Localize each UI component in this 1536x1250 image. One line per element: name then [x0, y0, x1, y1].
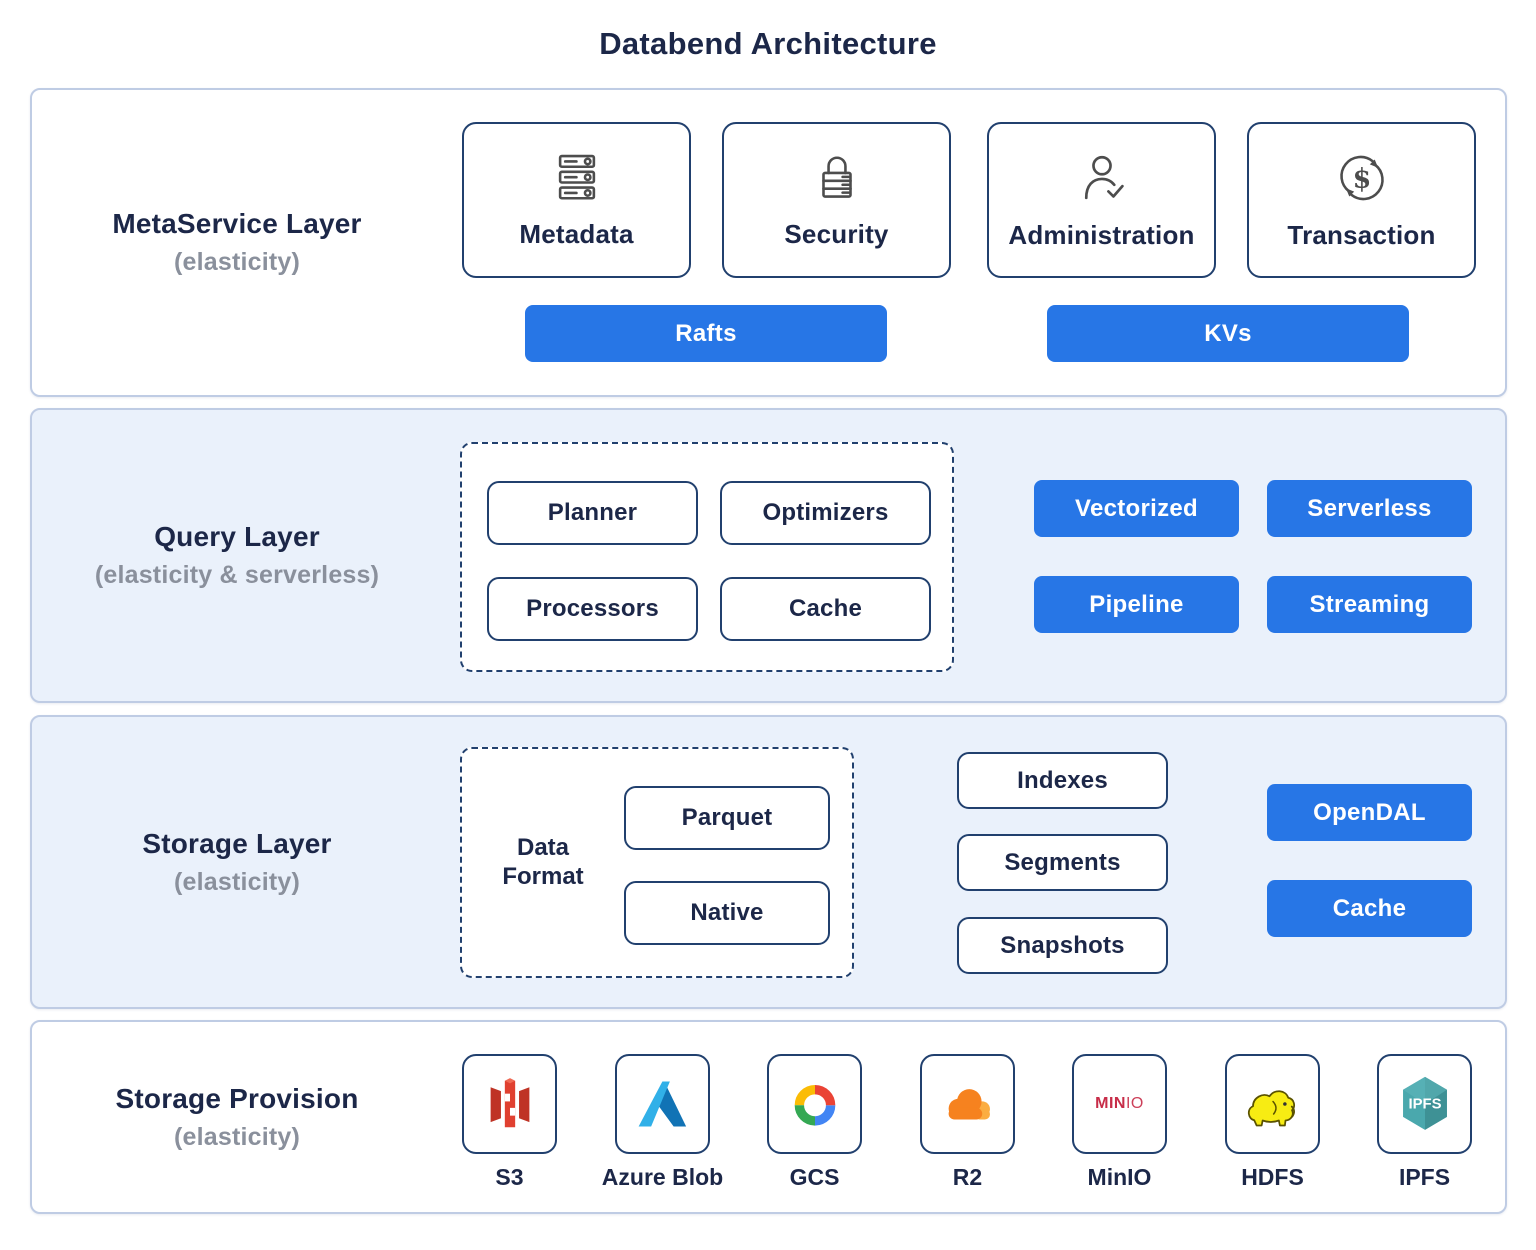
svg-text:$: $ — [1352, 163, 1371, 194]
provider-ipfs: IPFS IPFS — [1377, 1054, 1472, 1190]
optimizers-box: Optimizers — [720, 481, 931, 545]
cloudflare-icon — [948, 1089, 990, 1120]
azure-icon — [638, 1081, 686, 1127]
snapshots-box: Snapshots — [957, 917, 1168, 974]
data-format-group: Data Format Parquet Native — [460, 747, 854, 978]
ipfs-card: IPFS — [1377, 1054, 1472, 1154]
streaming-button: Streaming — [1267, 576, 1472, 633]
ipfs-icon: IPFS — [1402, 1076, 1447, 1130]
provider-hdfs: HDFS — [1225, 1054, 1320, 1190]
gcs-icon — [794, 1084, 835, 1126]
storage-layer: Storage Layer (elasticity) Data Format P… — [30, 715, 1507, 1009]
ipfs-label: IPFS — [1398, 1164, 1451, 1190]
metadata-card: Metadata — [462, 122, 691, 278]
svg-text:IPFS: IPFS — [1408, 1097, 1441, 1113]
storage-cache-button: Cache — [1267, 880, 1472, 937]
diagram-title: Databend Architecture — [599, 26, 937, 61]
azure-blob-card — [615, 1054, 710, 1154]
metaservice-layer-name: MetaService Layer — [112, 208, 362, 239]
storage-layer-label: Storage Layer (elasticity) — [32, 717, 442, 1007]
provider-s3: S3 — [462, 1054, 557, 1190]
hdfs-card — [1225, 1054, 1320, 1154]
kvs-button: KVs — [1047, 305, 1409, 362]
s3-label: S3 — [495, 1164, 524, 1190]
query-layer-name: Query Layer — [154, 521, 320, 552]
r2-label: R2 — [952, 1164, 983, 1190]
storage-provision-label: Storage Provision (elasticity) — [32, 1022, 442, 1212]
storage-layer-name: Storage Layer — [142, 827, 332, 859]
provider-minio: MINIO MinIO — [1072, 1054, 1167, 1190]
metaservice-layer-label: MetaService Layer (elasticity) — [32, 90, 442, 395]
minio-icon: MINIO — [1095, 1095, 1144, 1112]
vectorized-button: Vectorized — [1034, 480, 1239, 537]
security-card: Security — [722, 122, 951, 278]
transaction-card-label: Transaction — [1287, 219, 1436, 250]
processors-box: Processors — [487, 577, 698, 641]
server-icon — [558, 154, 595, 200]
lock-icon — [821, 156, 852, 198]
rafts-button: Rafts — [525, 305, 887, 362]
storage-provision-layer: Storage Provision (elasticity) S3 — [30, 1020, 1507, 1214]
metaservice-layer: MetaService Layer (elasticity) Metadata — [30, 88, 1507, 397]
provider-r2: R2 — [920, 1054, 1015, 1190]
transaction-card: $ Transaction — [1247, 122, 1476, 278]
query-layer: Query Layer (elasticity & serverless) Pl… — [30, 408, 1507, 703]
storage-provision-subtitle: (elasticity) — [173, 1122, 301, 1151]
storage-provision-name: Storage Provision — [115, 1082, 359, 1114]
native-box: Native — [624, 881, 830, 945]
s3-icon — [490, 1078, 529, 1128]
pipeline-button: Pipeline — [1034, 576, 1239, 633]
s3-card — [462, 1054, 557, 1154]
azure-blob-label: Azure Blob — [601, 1164, 724, 1190]
user-check-icon — [1084, 155, 1124, 199]
metadata-card-label: Metadata — [519, 218, 634, 249]
parquet-box: Parquet — [624, 786, 830, 850]
administration-card: Administration — [987, 122, 1216, 278]
r2-card — [920, 1054, 1015, 1154]
data-format-label: Data Format — [462, 749, 624, 976]
data-format-label-text: Data Format — [502, 834, 584, 890]
provider-azure-blob: Azure Blob — [602, 1054, 723, 1190]
storage-layer-subtitle: (elasticity) — [173, 867, 301, 896]
security-card-label: Security — [784, 218, 889, 249]
gcs-card — [767, 1054, 862, 1154]
opendal-button: OpenDAL — [1267, 784, 1472, 841]
serverless-button: Serverless — [1267, 480, 1472, 537]
planner-box: Planner — [487, 481, 698, 545]
minio-card: MINIO — [1072, 1054, 1167, 1154]
gcs-label: GCS — [789, 1164, 840, 1190]
indexes-box: Indexes — [957, 752, 1168, 809]
administration-card-label: Administration — [1008, 219, 1195, 250]
hadoop-icon — [1247, 1090, 1295, 1127]
dollar-cycle-icon: $ — [1339, 155, 1384, 200]
cache-box: Cache — [720, 577, 931, 641]
query-layer-subtitle: (elasticity & serverless) — [94, 561, 380, 589]
metaservice-layer-subtitle: (elasticity) — [173, 248, 301, 276]
segments-box: Segments — [957, 834, 1168, 891]
hdfs-label: HDFS — [1241, 1164, 1304, 1190]
query-engine-group: Planner Optimizers Processors Cache — [460, 442, 954, 672]
minio-label: MinIO — [1087, 1164, 1152, 1190]
provider-gcs: GCS — [767, 1054, 862, 1190]
query-layer-label: Query Layer (elasticity & serverless) — [32, 410, 442, 701]
